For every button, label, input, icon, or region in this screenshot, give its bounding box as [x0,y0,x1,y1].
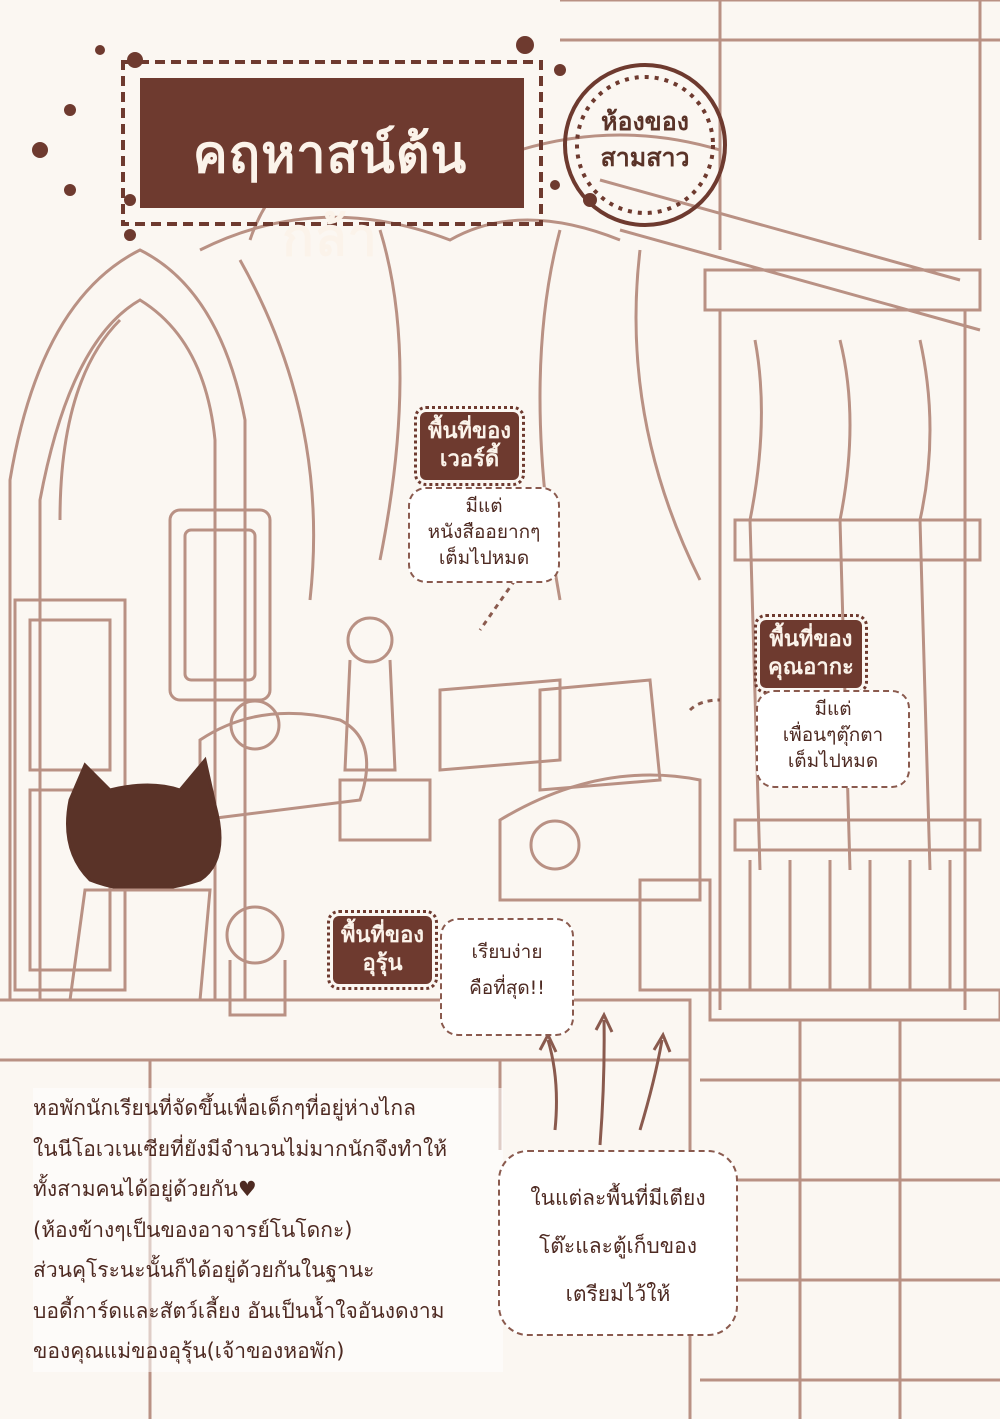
arch-ribs [238,229,702,601]
tag-line: พื้นที่ของ [341,923,425,948]
furniture-note: ในแต่ละพื้นที่มีเตียง โต๊ะและตู้เก็บของ … [498,1150,738,1336]
cat [66,756,222,892]
tag-line: พื้นที่ของ [428,419,512,444]
title-frame [121,60,543,226]
bubble-line: คือที่สุด!! [469,977,545,999]
page-title: คฤหาสน์ต้นกล้า [192,125,468,268]
note-line: โต๊ะและตู้เก็บของ [539,1234,697,1258]
bubble-line: เพื่อนๆตุ๊กตา [782,724,884,746]
tag-line: พื้นที่ของ [769,627,853,652]
speech-bubble-simple: เรียบง่าย คือที่สุด!! [440,918,574,1036]
bed [498,773,702,902]
speech-bubble-dolls: มีแต่ เพื่อนๆตุ๊กตา เต็มไปหมด [756,690,910,788]
paragraph-line: ในนีโอเวเนเซียที่ยังมีจำนวนไม่มากนักจึงท… [33,1136,448,1161]
bubble-line: เต็มไปหมด [787,750,879,772]
paragraph-line: (ห้องข้างๆเป็นของอาจารย์โนโดกะ) [33,1217,353,1242]
tag-line: เวอร์ดี้ [439,447,500,472]
wreath-label: ห้องของ สามสาว [575,104,715,176]
note-line: เตรียมไว้ให้ [565,1282,671,1306]
bubble-line: เรียบง่าย [471,941,543,963]
wreath-label-line: สามสาว [600,143,690,172]
area-tag-akane: พื้นที่ของ คุณอากะ [754,614,868,694]
paragraph-line: ส่วนคุโระนะนั้นก็ได้อยู่ด้วยกันในฐานะ [33,1258,375,1282]
tag-line: อุรุ้น [362,951,403,976]
arch-left-inner [38,298,217,1000]
bubble-line: หนังสืออยากๆ [427,521,541,543]
speech-bubble-books: มีแต่ หนังสืออยากๆ เต็มไปหมด [408,487,560,583]
arch-left [8,248,247,1000]
area-tag-urun: พื้นที่ของ อุรุ้น [326,910,439,990]
paragraph-line: หอพักนักเรียนที่จัดขึ้นเพื่อเด็กๆที่อยู่… [33,1096,416,1120]
note-line: ในแต่ละพื้นที่มีเตียง [530,1186,706,1210]
area-tag-wendy: พื้นที่ของ เวอร์ดี้ [413,406,526,486]
paragraph-line: บอดี้การ์ดและสัตว์เลี้ยง อันเป็นน้ำใจอัน… [33,1298,445,1323]
paragraph-line: ทั้งสามคนได้อยู่ด้วยกัน♥ [33,1177,257,1201]
paragraph-line: ของคุณแม่ของอุรุ้น(เจ้าของหอพัก) [33,1339,345,1363]
tag-line: คุณอากะ [768,655,854,680]
bubble-line: มีแต่ [465,495,503,517]
wreath-label-line: ห้องของ [600,107,689,136]
wreath [563,63,727,227]
description-paragraph: หอพักนักเรียนที่จัดขึ้นเพื่อเด็กๆที่อยู่… [33,1088,503,1372]
bubble-line: มีแต่ [814,698,852,720]
bubble-line: เต็มไปหมด [438,547,530,569]
sofa [198,711,369,822]
